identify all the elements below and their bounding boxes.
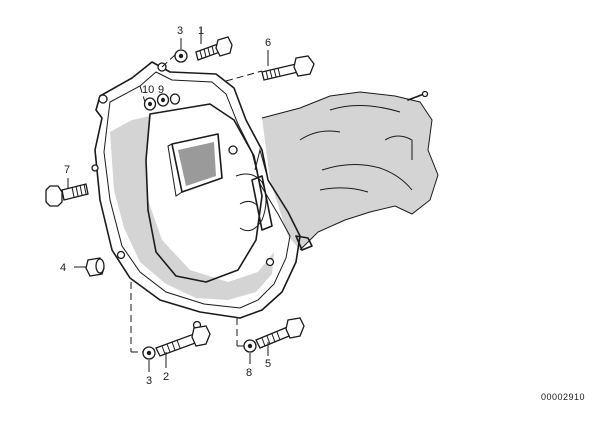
callout-labels: 1 3 6 10 9 7 4 3 2 8 5 bbox=[60, 25, 271, 387]
callout-3-bottom: 3 bbox=[146, 375, 152, 387]
callout-9: 9 bbox=[158, 84, 164, 96]
transmission-body bbox=[261, 90, 439, 251]
callout-7: 7 bbox=[64, 164, 70, 176]
reference-number: 00002910 bbox=[541, 392, 585, 402]
callout-8: 8 bbox=[246, 367, 252, 379]
bell-housing bbox=[91, 61, 301, 330]
washer-part-10 bbox=[143, 97, 157, 111]
callout-4: 4 bbox=[60, 262, 66, 274]
callout-1: 1 bbox=[198, 25, 204, 37]
washer-part-3-top bbox=[174, 38, 188, 63]
washer-part-3-bottom bbox=[142, 346, 156, 372]
callout-3-top: 3 bbox=[177, 25, 183, 37]
bolt-part-2 bbox=[155, 325, 211, 368]
bolt-part-6 bbox=[261, 50, 315, 81]
washer-part-8 bbox=[243, 339, 257, 364]
callout-10: 10 bbox=[142, 84, 154, 96]
bolt-part-5 bbox=[255, 317, 305, 356]
bolt-part-1 bbox=[195, 28, 233, 61]
washer-part-9 bbox=[156, 93, 181, 107]
callout-6: 6 bbox=[265, 37, 271, 49]
dowel-sleeve-part-4 bbox=[74, 257, 105, 277]
callout-2: 2 bbox=[163, 371, 169, 383]
bolt-part-7 bbox=[45, 178, 89, 207]
callout-5: 5 bbox=[265, 358, 271, 370]
leader-lines bbox=[130, 53, 263, 353]
